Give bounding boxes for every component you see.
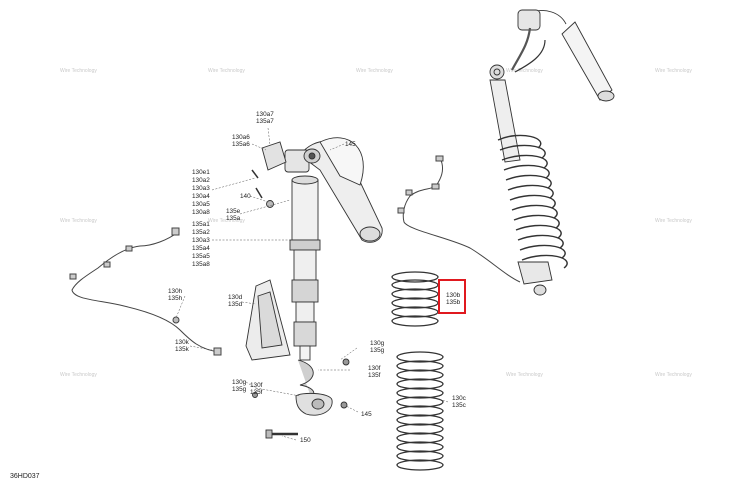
callout-135a7: 135a7	[256, 118, 274, 125]
watermark: Wire Technology	[60, 68, 97, 74]
callout-140: 140	[240, 193, 251, 200]
callout-135a5: 135a5	[192, 253, 210, 260]
callout-135f: 135f	[250, 389, 263, 396]
callout-135k: 135k	[175, 346, 190, 353]
watermark: Wire Technology	[60, 372, 97, 378]
watermark: Wire Technology	[506, 68, 543, 74]
watermarks: Wire Technology Wire Technology Wire Tec…	[60, 68, 692, 378]
bracket-130d	[245, 279, 291, 361]
callouts: 130a7 135a7 130a6 135a6 145 130e1 130a2 …	[168, 111, 467, 444]
callout-130k: 130k	[175, 339, 190, 346]
callout-135d: 135d	[228, 301, 243, 308]
callout-130a3: 130a3	[192, 185, 210, 192]
callout-135g-right: 135g	[370, 347, 385, 354]
watermark: Wire Technology	[60, 218, 97, 224]
callout-130a6: 130a6	[232, 134, 250, 141]
callout-130h: 130h	[168, 288, 183, 295]
callout-130g: 130g	[232, 379, 247, 386]
watermark: Wire Technology	[655, 68, 692, 74]
callout-130a3-lower: 130a3	[192, 237, 210, 244]
callout-135a6: 135a6	[232, 141, 250, 148]
callout-135h: 135h	[168, 295, 183, 302]
callout-145-top: 145	[345, 141, 356, 148]
callout-135a8: 135a8	[192, 261, 210, 268]
center-shock	[251, 137, 383, 439]
callout-130b: 130b	[446, 292, 461, 299]
callout-145-bottom: 145	[361, 411, 372, 418]
callout-130e1: 130e1	[192, 169, 210, 176]
watermark: Wire Technology	[356, 68, 393, 74]
callout-130f: 130f	[250, 382, 263, 389]
callout-130d: 130d	[228, 294, 243, 301]
callout-130a4: 130a4	[192, 193, 210, 200]
watermark: Wire Technology	[655, 372, 692, 378]
callout-135a: 135a	[226, 215, 241, 222]
callout-135c: 135c	[452, 402, 467, 409]
callout-130f-right: 130f	[368, 365, 381, 372]
callout-130g-right: 130g	[370, 340, 385, 347]
callout-130a5: 130a5	[192, 201, 210, 208]
highlight-box	[438, 279, 466, 314]
watermark: Wire Technology	[208, 218, 245, 224]
right-coil	[497, 134, 568, 269]
callout-135a4: 135a4	[192, 245, 210, 252]
callout-130a2: 130a2	[192, 177, 210, 184]
callout-135g: 135g	[232, 386, 247, 393]
callout-130a7: 130a7	[256, 111, 274, 118]
harness-right	[397, 155, 521, 283]
watermark: Wire Technology	[655, 218, 692, 224]
callout-135e: 135e	[226, 208, 241, 215]
diagram-reference-code: 36HD037	[10, 473, 40, 480]
callout-135a1: 135a1	[192, 221, 210, 228]
callout-130c: 130c	[452, 395, 467, 402]
harness-left	[69, 227, 222, 356]
watermark: Wire Technology	[208, 68, 245, 74]
callout-150: 150	[300, 437, 311, 444]
callout-130a8: 130a8	[192, 209, 210, 216]
spring-130c	[396, 351, 444, 471]
assembled-shock-right	[489, 9, 615, 296]
watermark: Wire Technology	[506, 372, 543, 378]
leader-lines	[175, 127, 449, 441]
spring-130b	[391, 271, 439, 327]
callout-135f-right: 135f	[368, 372, 381, 379]
callout-135a2: 135a2	[192, 229, 210, 236]
callout-135b: 135b	[446, 299, 461, 306]
